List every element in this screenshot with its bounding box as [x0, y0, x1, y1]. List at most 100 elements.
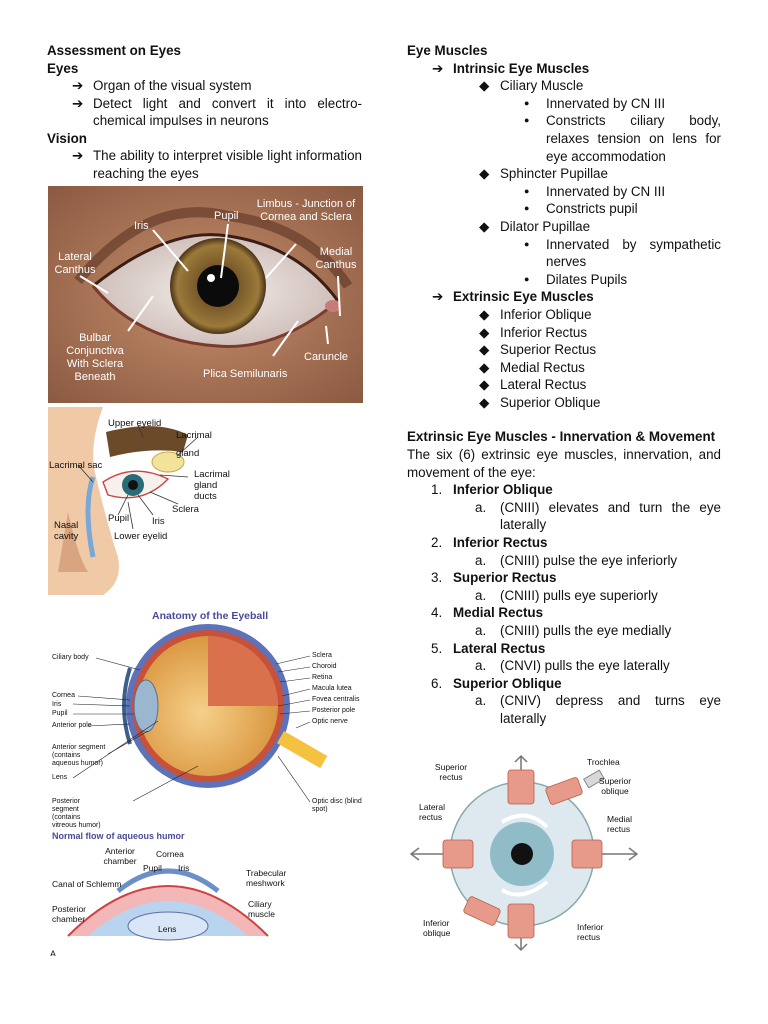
extraocular-muscles-image — [409, 754, 639, 952]
numbered-muscle-item: 6.Superior Oblique — [407, 675, 721, 693]
list-item: ➔ The ability to interpret visible light… — [47, 147, 362, 182]
anatomy-left-label: Ciliary body — [52, 654, 89, 661]
diamond-bullet-icon: ◆ — [479, 394, 490, 410]
list-item-text: Organ of the visual system — [93, 78, 252, 94]
list-item-text: The ability to interpret visible light i… — [93, 148, 362, 181]
intrinsic-muscle-point: ● Innervated by CN III — [407, 95, 721, 113]
extrinsic-muscle-name: Superior Rectus — [500, 342, 597, 358]
diamond-bullet-icon: ◆ — [479, 306, 490, 322]
label-bulbar-conjunctiva: Bulbar Conjunctiva With Sclera Beneath — [66, 332, 124, 383]
point-text: Innervated by sympathetic nerves — [546, 236, 721, 270]
intrinsic-muscle-name: Ciliary Muscle — [500, 78, 584, 94]
sub-item-marker: a. — [475, 499, 487, 515]
flow-label-anterior-chamber: Anterior chamber — [103, 846, 137, 866]
section-heading-eyes: Eyes — [47, 60, 79, 76]
numbered-muscle-detail: a. (CNIII) pulls the eye medially — [407, 622, 721, 640]
flow-label-corner: A — [50, 949, 57, 956]
eye-photo-image — [48, 186, 363, 403]
intrinsic-muscle-point: ● Dilates Pupils — [407, 271, 721, 289]
flow-label-trabecular-meshwork: Trabecular meshwork — [246, 868, 287, 888]
numbered-muscle-item: 3.Superior Rectus — [407, 569, 721, 587]
diamond-bullet-icon: ◆ — [479, 78, 490, 94]
label-inferior-oblique: Inferior oblique — [423, 918, 451, 938]
innervation-heading: Extrinsic Eye Muscles - Innervation & Mo… — [407, 429, 716, 445]
diamond-bullet-icon: ◆ — [479, 377, 490, 393]
label-caruncle: Caruncle — [304, 351, 349, 363]
section-heading-vision: Vision — [47, 130, 87, 146]
flow-label-lens: Lens — [158, 924, 177, 934]
intrinsic-muscle-name: Sphincter Pupillae — [500, 166, 608, 182]
extrinsic-muscle-item: ◆Superior Rectus — [407, 341, 721, 359]
detail-text: (CNIV) depress and turns eye laterally — [500, 693, 721, 726]
extrinsic-muscle-name: Medial Rectus — [500, 359, 585, 375]
anatomy-left-label: Anterior pole — [52, 722, 92, 729]
diamond-bullet-icon: ◆ — [479, 359, 490, 375]
numbered-muscle-item: 4.Medial Rectus — [407, 604, 721, 622]
diamond-bullet-icon: ◆ — [479, 324, 490, 340]
numbered-muscle-name: Superior Oblique — [453, 675, 562, 691]
intrinsic-muscle-point: ●Innervated by CN III — [407, 183, 721, 201]
document-title: Assessment on Eyes — [47, 43, 181, 58]
sub-item-marker: a. — [475, 552, 487, 568]
extrinsic-muscle-name: Lateral Rectus — [500, 377, 587, 393]
numbered-muscle-name: Inferior Rectus — [453, 535, 548, 551]
extrinsic-list: ◆Inferior Oblique◆Inferior Rectus◆Superi… — [407, 306, 721, 412]
intrinsic-list: ◆Ciliary Muscle●Innervated by CN III●Con… — [407, 77, 721, 288]
label-trochlea: Trochlea — [587, 757, 620, 767]
intrinsic-muscle-point: ● Constricts ciliary body, relaxes tensio… — [407, 112, 721, 165]
lacrimal-diagram: Upper eyelid Lacrimal gland Lacrimal sac… — [48, 407, 233, 595]
dot-bullet-icon: ● — [524, 185, 530, 196]
dot-bullet-icon: ● — [524, 203, 530, 214]
sub-item-marker: a. — [475, 623, 487, 638]
arrow-bullet-icon: ➔ — [72, 95, 84, 111]
diamond-bullet-icon: ◆ — [479, 166, 490, 182]
item-number: 4. — [431, 605, 443, 621]
intrinsic-muscle-point: ● Innervated by sympathetic nerves — [407, 236, 721, 271]
point-text: Constricts ciliary body, relaxes tension… — [546, 113, 721, 164]
section-heading-eye-muscles: Eye Muscles — [407, 43, 488, 58]
intrinsic-muscle-item: ◆Dilator Pupillae — [407, 218, 721, 236]
subheading-intrinsic: ➔ Intrinsic Eye Muscles — [407, 60, 721, 78]
dot-bullet-icon: ● — [524, 115, 530, 126]
arrow-bullet-icon: ➔ — [72, 148, 84, 164]
list-item-text: Detect light and convert it into electro… — [93, 95, 362, 129]
detail-text: (CNIII) pulls the eye medially — [500, 623, 672, 638]
flow-label-canal-of-schlemm: Canal of Schlemm — [52, 879, 122, 889]
label-pupil: Pupil — [214, 210, 239, 222]
label-superior-rectus: Superior rectus — [434, 762, 468, 782]
numbered-muscle-name: Lateral Rectus — [453, 640, 546, 656]
eye-photo: Pupil Iris Limbus - Junction of Cornea a… — [48, 186, 363, 403]
anatomy-right-label: Choroid — [312, 663, 337, 670]
anatomy-left-label: Pupil — [52, 710, 68, 717]
dot-bullet-icon: ● — [524, 273, 530, 284]
anatomy-left-label: Cornea — [52, 692, 75, 699]
intrinsic-title: Intrinsic Eye Muscles — [453, 60, 590, 76]
list-item: ➔ Organ of the visual system — [47, 77, 362, 95]
item-number: 5. — [431, 640, 443, 656]
detail-text: (CNVI) pulls the eye laterally — [500, 658, 670, 674]
flow-label-iris: Iris — [178, 863, 190, 873]
right-column: Eye Muscles ➔ Intrinsic Eye Muscles ◆ Cil… — [407, 42, 721, 728]
extraocular-muscles-diagram: Superior rectus Trochlea Superior obliqu… — [407, 752, 647, 952]
numbered-muscle-detail: a.(CNVI) pulls the eye laterally — [407, 657, 721, 675]
numbered-muscle-detail: a.(CNIV) depress and turns eye laterally — [407, 692, 721, 727]
dot-bullet-icon: ● — [524, 97, 530, 108]
point-text: Innervated by CN III — [546, 95, 666, 111]
item-number: 1. — [431, 482, 443, 498]
anatomy-left-label: Anterior segment (contains aqueous humor… — [52, 744, 106, 767]
anatomy-right-label: Posterior pole — [312, 707, 356, 714]
label-lateral-rectus: Lateral rectus — [419, 802, 445, 822]
point-text: Constricts pupil — [546, 201, 638, 217]
extrinsic-muscle-name: Inferior Rectus — [500, 324, 588, 340]
lacrimal-diagram-image — [48, 407, 199, 595]
item-number: 2. — [431, 535, 443, 551]
point-text: Dilates Pupils — [546, 271, 628, 287]
eyeball-anatomy-image — [67, 624, 328, 941]
anatomy-right-label: Sclera — [312, 652, 332, 659]
label-pupil: Pupil — [108, 513, 130, 524]
flow-title: Normal flow of aqueous humor — [52, 831, 185, 841]
dot-bullet-icon: ● — [524, 238, 530, 249]
label-lacrimal-gland: Lacrimal gland — [176, 430, 212, 459]
numbered-muscle-detail: a.(CNIII) pulls eye superiorly — [407, 587, 721, 605]
